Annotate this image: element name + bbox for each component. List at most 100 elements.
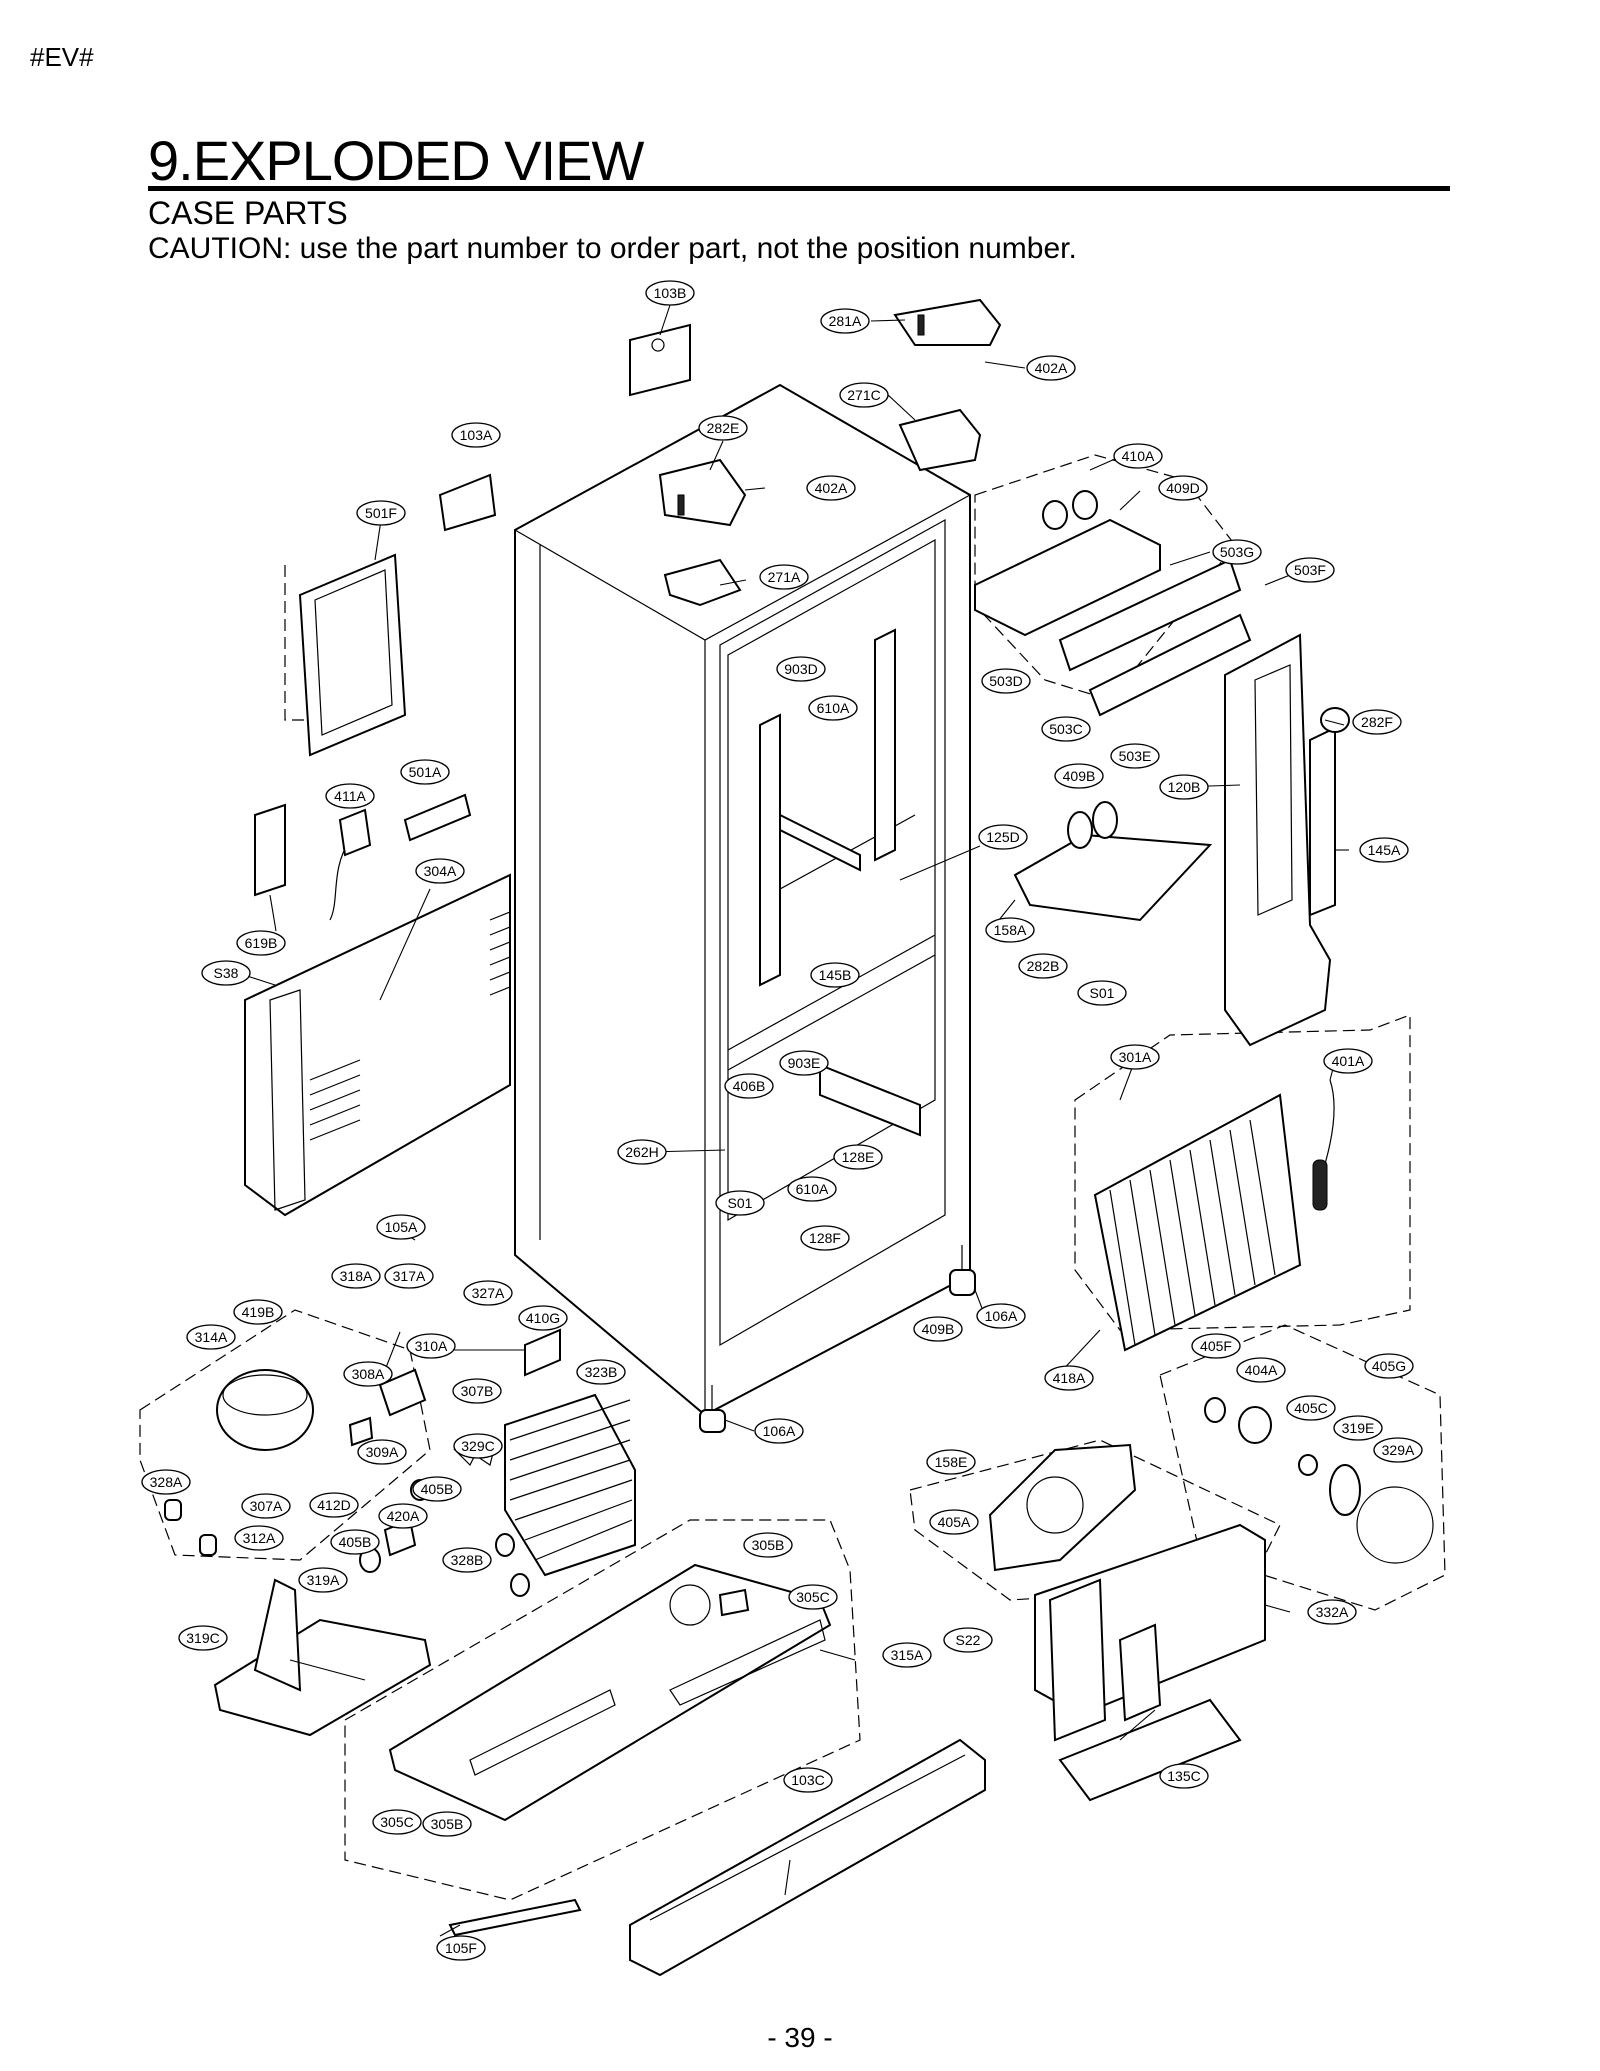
- callout-503D: 503D: [981, 668, 1031, 694]
- compressor: [164, 1328, 561, 1556]
- callout-328A: 328A: [141, 1469, 191, 1495]
- callout-314A: 314A: [186, 1324, 236, 1350]
- callout-405B-2: 405B: [330, 1529, 380, 1555]
- caution-note: CAUTION: use the part number to order pa…: [148, 232, 1077, 265]
- callout-label: 405G: [1372, 1358, 1406, 1374]
- callout-405C: 405C: [1286, 1395, 1336, 1421]
- callout-409B-2: 409B: [913, 1316, 963, 1342]
- callout-409B: 409B: [1054, 763, 1104, 789]
- page-title: 9.EXPLODED VIEW: [148, 129, 644, 192]
- callout-label: 328B: [451, 1552, 484, 1568]
- callout-label: 318A: [340, 1268, 373, 1284]
- callout-402A-2: 402A: [806, 475, 856, 501]
- callout-label: 329A: [1382, 1442, 1415, 1458]
- callout-label: 501F: [365, 505, 397, 521]
- callout-307B: 307B: [452, 1378, 502, 1404]
- callout-405F: 405F: [1191, 1333, 1241, 1359]
- right-duct: [1224, 633, 1350, 1047]
- callout-label: 305B: [752, 1537, 785, 1553]
- callout-label: 903E: [788, 1055, 821, 1071]
- callout-label: 262H: [625, 1144, 658, 1160]
- title-underline: [148, 186, 1450, 191]
- callout-S01-2: S01: [715, 1190, 765, 1216]
- callout-label: 402A: [815, 480, 848, 496]
- callout-103C: 103C: [783, 1767, 833, 1793]
- callout-329C: 329C: [453, 1433, 503, 1459]
- callout-282B: 282B: [1018, 953, 1068, 979]
- callout-411A: 411A: [325, 783, 375, 809]
- callout-262H: 262H: [617, 1139, 667, 1165]
- control-housing: [974, 490, 1252, 717]
- callout-503C: 503C: [1041, 716, 1091, 742]
- callout-label: 106A: [763, 1423, 796, 1439]
- callout-label: 281A: [829, 313, 862, 329]
- callout-label: 319C: [186, 1630, 219, 1646]
- callout-label: S01: [728, 1195, 753, 1211]
- callout-328B: 328B: [442, 1547, 492, 1573]
- callout-label: S22: [956, 1632, 981, 1648]
- callout-282E: 282E: [698, 415, 748, 441]
- callout-label: 308A: [352, 1366, 385, 1382]
- callout-label: 301A: [1119, 1049, 1152, 1065]
- power-cord-parts: [254, 793, 472, 921]
- callout-401A: 401A: [1323, 1048, 1373, 1074]
- callout-S01: S01: [1077, 980, 1127, 1006]
- callout-105A: 105A: [376, 1214, 426, 1240]
- callout-label: 158E: [935, 1454, 968, 1470]
- callout-label: 106A: [985, 1308, 1018, 1324]
- callout-label: 405F: [1200, 1338, 1232, 1354]
- callout-label: 404A: [1245, 1362, 1278, 1378]
- callout-label: 105A: [385, 1219, 418, 1235]
- callout-305B-2: 305B: [422, 1811, 472, 1837]
- callout-label: 304A: [424, 863, 457, 879]
- section-subtitle: CASE PARTS: [148, 195, 348, 231]
- callout-501F: 501F: [356, 500, 406, 526]
- callout-309A: 309A: [357, 1439, 407, 1465]
- callout-label: 305C: [796, 1589, 829, 1605]
- callout-319E: 319E: [1333, 1415, 1383, 1441]
- callout-label: 418A: [1053, 1370, 1086, 1386]
- callout-label: 402A: [1035, 360, 1068, 376]
- callout-label: 410A: [1122, 448, 1155, 464]
- callout-420A: 420A: [378, 1503, 428, 1529]
- callout-S22: S22: [943, 1627, 993, 1653]
- callout-label: S01: [1090, 985, 1115, 1001]
- callout-label: 128E: [842, 1149, 875, 1165]
- callout-271C: 271C: [839, 382, 889, 408]
- lamp-cover: [1013, 801, 1213, 922]
- callout-label: 310A: [415, 1338, 448, 1354]
- bracket-105F: [448, 1898, 582, 1937]
- callout-label: 282B: [1027, 958, 1060, 974]
- callout-label: 103C: [791, 1772, 824, 1788]
- callout-label: 503G: [1220, 544, 1254, 560]
- callout-label: 610A: [796, 1181, 829, 1197]
- callout-label: 419B: [242, 1304, 275, 1320]
- callout-label: 312A: [243, 1530, 276, 1546]
- callout-305B: 305B: [743, 1532, 793, 1558]
- callout-135C: 135C: [1159, 1763, 1209, 1789]
- callout-903E: 903E: [779, 1050, 829, 1076]
- callout-label: 503F: [1294, 562, 1326, 578]
- callout-158E: 158E: [926, 1449, 976, 1475]
- interior-rails: [759, 628, 1336, 1137]
- callout-label: 314A: [195, 1329, 228, 1345]
- callout-label: 610A: [817, 700, 850, 716]
- callout-label: 503C: [1049, 721, 1082, 737]
- evaporator: [1093, 1079, 1335, 1352]
- callout-label: 103B: [654, 285, 687, 301]
- condenser: [504, 1393, 636, 1577]
- callout-label: 410G: [526, 1310, 560, 1326]
- callout-317A: 317A: [384, 1263, 434, 1289]
- callout-label: 128F: [809, 1230, 841, 1246]
- callout-label: 271C: [847, 387, 880, 403]
- callout-271A: 271A: [759, 564, 809, 590]
- callout-319A: 319A: [298, 1567, 348, 1593]
- callout-label: 319E: [1342, 1420, 1375, 1436]
- callout-404A: 404A: [1236, 1357, 1286, 1383]
- callout-503G: 503G: [1212, 539, 1262, 565]
- callout-label: 125D: [986, 829, 1019, 845]
- callout-label: 412D: [317, 1497, 350, 1513]
- callout-310A: 310A: [406, 1333, 456, 1359]
- drain-pan: [213, 1578, 432, 1737]
- top-parts: [438, 298, 1002, 607]
